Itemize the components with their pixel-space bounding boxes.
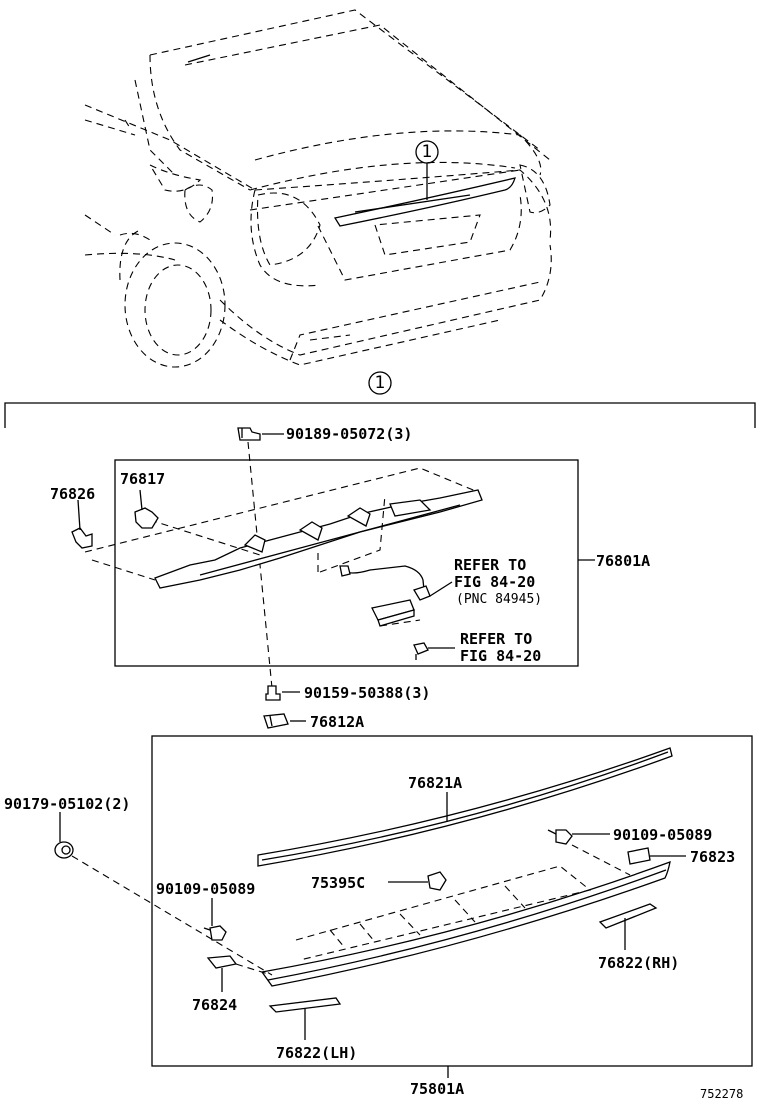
garnish-subassembly-76801A	[71, 427, 595, 729]
label-76822-LH: 76822(LH)	[276, 1044, 357, 1062]
tape-76822-RH-icon	[598, 903, 658, 929]
label-76812A: 76812A	[310, 713, 364, 731]
tape-76822-LH-icon	[268, 997, 342, 1013]
label-refer-1-line-3: (PNC 84945)	[456, 592, 542, 607]
screw-90109-left-icon	[203, 925, 227, 941]
label-90179-05102: 90179-05102(2)	[4, 795, 130, 813]
garnish-panel-icon	[260, 860, 671, 987]
label-refer-1-line-2: FIG 84-20	[454, 573, 535, 591]
label-75395C: 75395C	[311, 874, 365, 892]
label-refer-2-line-2: FIG 84-20	[460, 647, 541, 665]
car-rear-illustration: 1	[84, 9, 552, 368]
label-90109-05089-left: 90109-05089	[156, 880, 255, 898]
label-75801A: 75801A	[410, 1080, 464, 1098]
label-90159-50388: 90159-50388(3)	[304, 684, 430, 702]
label-90109-05089-right: 90109-05089	[613, 826, 712, 844]
screw-90159-icon	[265, 685, 281, 701]
license-lamp-icon	[371, 585, 431, 627]
assembly-bracket: 1	[4, 371, 756, 428]
garnish-bracket-icon	[154, 489, 483, 589]
label-76823: 76823	[690, 848, 735, 866]
label-76801A: 76801A	[596, 552, 650, 570]
label-76824: 76824	[192, 996, 237, 1014]
callout-number-top: 1	[422, 142, 433, 162]
label-refer-2-line-1: REFER TO	[460, 630, 532, 648]
label-refer-1-line-1: REFER TO	[454, 556, 526, 574]
garnish-assembly-75801A	[54, 735, 753, 1078]
nut-76812A-icon	[263, 713, 289, 729]
screw-90189-icon	[237, 427, 261, 441]
clip-76826-icon	[71, 527, 93, 549]
label-76821A: 76821A	[408, 774, 462, 792]
bulb-icon	[413, 642, 429, 660]
label-76826: 76826	[50, 485, 95, 503]
grommet-90179-icon	[54, 841, 74, 859]
callout-number-assembly: 1	[375, 373, 386, 393]
label-76822-RH: 76822(RH)	[598, 954, 679, 972]
label-90189-05072: 90189-05072(3)	[286, 425, 412, 443]
pad-76823-icon	[627, 847, 651, 865]
screw-90109-right-icon	[547, 829, 573, 845]
label-76817: 76817	[120, 470, 165, 488]
figure-id: 752278	[700, 1087, 743, 1101]
clip-75395C-icon	[427, 871, 447, 891]
pad-76824-icon	[206, 955, 238, 969]
moulding-76821A-icon	[257, 747, 673, 867]
clip-76817-icon	[134, 507, 159, 529]
